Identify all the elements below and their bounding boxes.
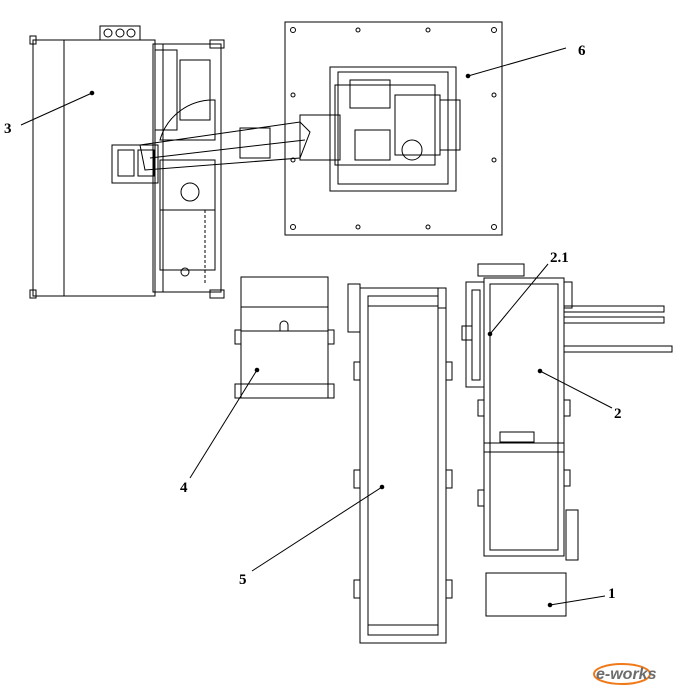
unit-5-conveyor — [347, 283, 453, 644]
leader-lines — [20, 47, 613, 608]
watermark-text: e-works — [596, 666, 657, 683]
label-5: 5 — [239, 572, 247, 588]
unit-2-conveyor — [461, 263, 673, 617]
label-1: 1 — [608, 586, 616, 602]
robot-arm — [111, 114, 341, 184]
unit-6-base-plate — [284, 21, 503, 236]
label-4: 4 — [180, 480, 188, 496]
label-2: 2 — [614, 406, 622, 422]
unit-3-rack — [29, 25, 225, 299]
eworks-logo: e-works — [593, 663, 657, 685]
label-3: 3 — [4, 121, 12, 137]
unit-4-cabinet — [234, 276, 335, 399]
label-6: 6 — [578, 43, 586, 59]
label-2-1: 2.1 — [550, 250, 569, 266]
